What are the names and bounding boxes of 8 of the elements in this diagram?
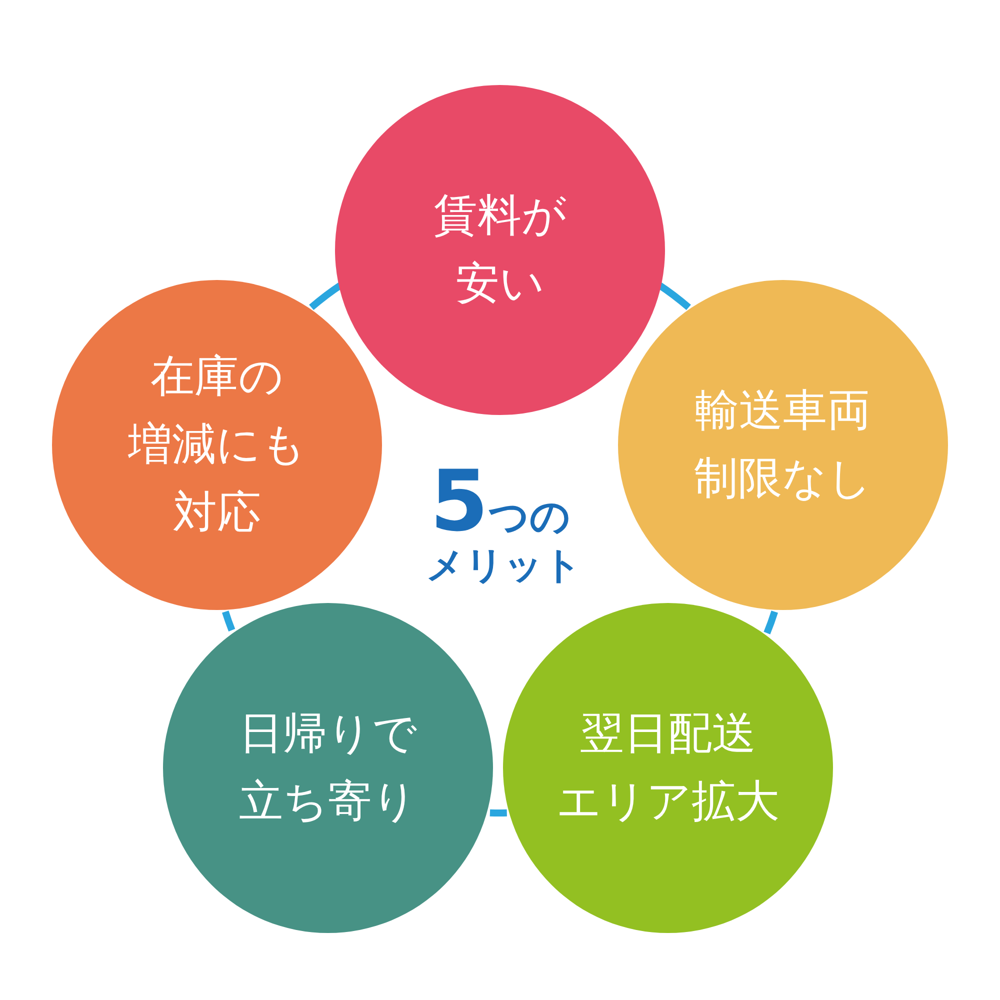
merit-text: 在庫の増減にも対応 bbox=[128, 350, 306, 540]
merit-text: 賃料が安い bbox=[434, 188, 566, 311]
ring-connector bbox=[490, 809, 507, 816]
ring-connector bbox=[222, 610, 236, 632]
merit-text: 輸送車両制限なし bbox=[694, 384, 872, 506]
ring-connector bbox=[764, 610, 778, 634]
merit-text: 翌日配送エリア拡大 bbox=[556, 706, 780, 829]
merit-text: 日帰りで立ち寄り bbox=[239, 706, 417, 829]
